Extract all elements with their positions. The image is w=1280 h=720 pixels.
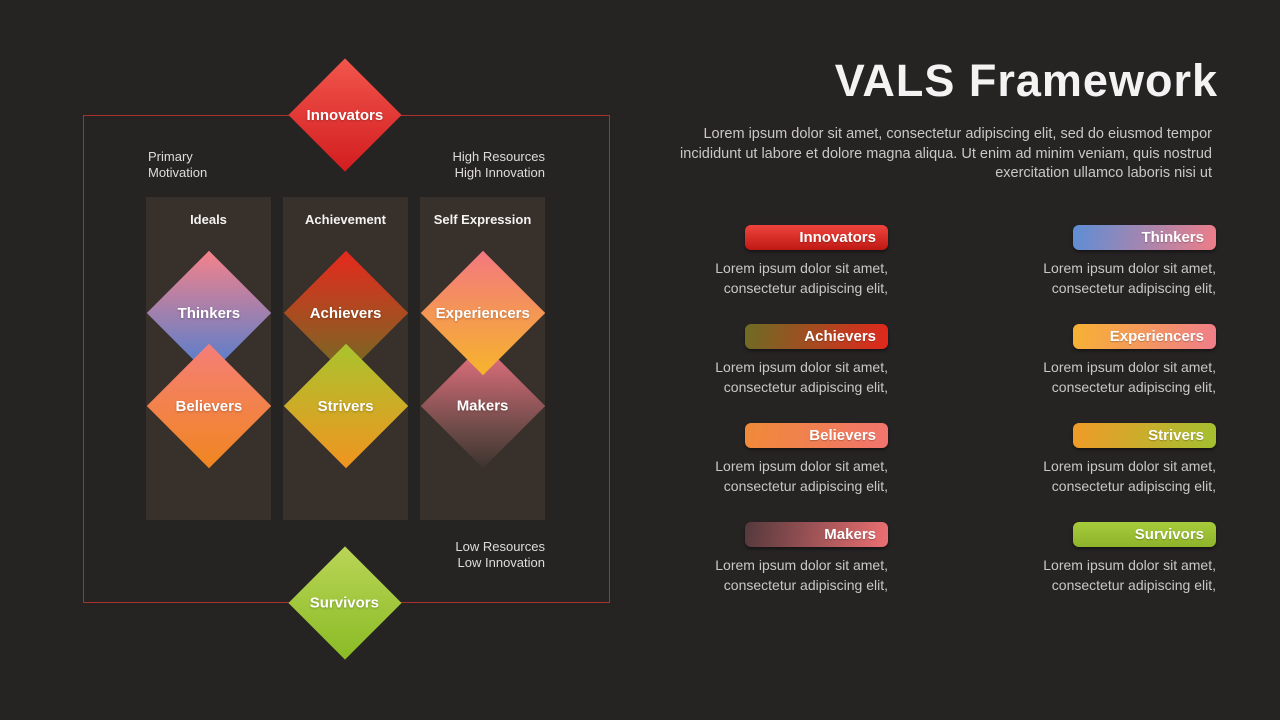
badge-label: Survivors: [1134, 526, 1204, 543]
legend-item-text: Lorem ipsum dolor sit amet, consectetur …: [1043, 557, 1216, 593]
legend-item-believers: Believers Lorem ipsum dolor sit amet, co…: [696, 423, 888, 496]
legend-item-text: Lorem ipsum dolor sit amet, consectetur …: [715, 557, 888, 593]
legend-item-text: Lorem ipsum dolor sit amet, consectetur …: [715, 359, 888, 395]
intro-paragraph: Lorem ipsum dolor sit amet, consectetur …: [680, 126, 1212, 181]
legend-item-survivors: Survivors Lorem ipsum dolor sit amet, co…: [1024, 522, 1216, 595]
diamond-label: Survivors: [310, 594, 380, 612]
diamond-label: Believers: [175, 397, 243, 415]
legend-item-achievers: Achievers Lorem ipsum dolor sit amet, co…: [696, 324, 888, 397]
badge-achievers: Achievers: [745, 324, 888, 349]
badge-makers: Makers: [745, 522, 888, 547]
legend-item-text: Lorem ipsum dolor sit amet, consectetur …: [1043, 458, 1216, 494]
badge-label: Achievers: [804, 328, 876, 345]
legend-item-makers: Makers Lorem ipsum dolor sit amet, conse…: [696, 522, 888, 595]
legend-item-text: Lorem ipsum dolor sit amet, consectetur …: [715, 260, 888, 296]
column-title: Self Expression: [433, 212, 532, 227]
legend-item-innovators: Innovators Lorem ipsum dolor sit amet, c…: [696, 225, 888, 298]
low-resources-label: Low Resources Low Innovation: [455, 539, 545, 570]
legend-item-text: Lorem ipsum dolor sit amet, consectetur …: [1043, 260, 1216, 296]
badge-strivers: Strivers: [1073, 423, 1216, 448]
diamond-label: Thinkers: [177, 304, 241, 322]
primary-motivation-label: Primary Motivation: [148, 149, 208, 180]
page-title: VALS Framework: [834, 55, 1218, 106]
diamond-label: Innovators: [306, 106, 384, 124]
badge-innovators: Innovators: [745, 225, 888, 250]
badge-survivors: Survivors: [1073, 522, 1216, 547]
badge-experiencers: Experiencers: [1073, 324, 1216, 349]
badge-label: Strivers: [1148, 427, 1204, 444]
badge-label: Thinkers: [1141, 229, 1204, 246]
legend-item-thinkers: Thinkers Lorem ipsum dolor sit amet, con…: [1024, 225, 1216, 298]
legend-item-text: Lorem ipsum dolor sit amet, consectetur …: [1043, 359, 1216, 395]
legend-item-experiencers: Experiencers Lorem ipsum dolor sit amet,…: [1024, 324, 1216, 397]
column-title: Achievement: [305, 212, 386, 227]
legend: Innovators Lorem ipsum dolor sit amet, c…: [696, 225, 1216, 621]
badge-believers: Believers: [745, 423, 888, 448]
badge-label: Makers: [824, 526, 876, 543]
diamond-label: Strivers: [318, 397, 374, 415]
legend-column-right: Thinkers Lorem ipsum dolor sit amet, con…: [1024, 225, 1216, 621]
legend-column-left: Innovators Lorem ipsum dolor sit amet, c…: [696, 225, 888, 621]
column-title: Ideals: [190, 212, 227, 227]
legend-item-strivers: Strivers Lorem ipsum dolor sit amet, con…: [1024, 423, 1216, 496]
badge-thinkers: Thinkers: [1073, 225, 1216, 250]
badge-label: Experiencers: [1109, 328, 1204, 345]
high-resources-label: High Resources High Innovation: [452, 149, 546, 180]
badge-label: Innovators: [799, 229, 876, 246]
badge-label: Believers: [809, 427, 876, 444]
diamond-label: Experiencers: [435, 304, 531, 322]
diamond-label: Achievers: [310, 304, 382, 322]
legend-item-text: Lorem ipsum dolor sit amet, consectetur …: [715, 458, 888, 494]
diamond-label: Makers: [457, 397, 509, 415]
